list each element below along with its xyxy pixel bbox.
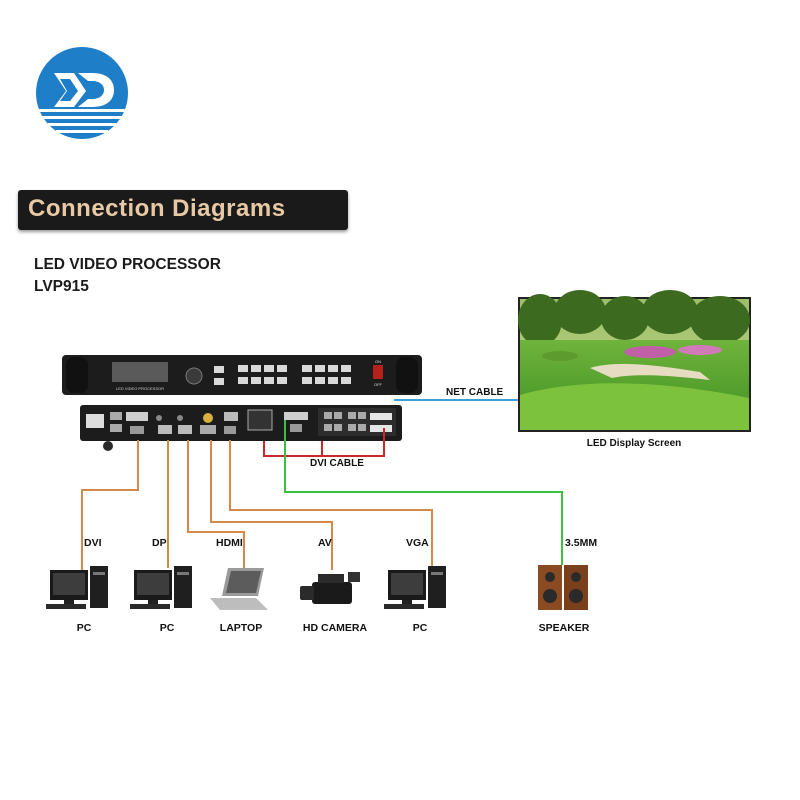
pc-icon [130, 566, 192, 609]
dvi-cable-label: DVI CABLE [310, 458, 364, 469]
audio-cable [284, 420, 563, 565]
port-label: HDMI [216, 537, 243, 549]
led-display-screen [518, 290, 751, 432]
product-model: LVP915 [34, 278, 89, 295]
device-label: PC [159, 622, 175, 634]
vga-input-cable [229, 440, 433, 570]
led-display-label: LED Display Screen [586, 438, 682, 449]
processor-rear-panel [80, 405, 402, 451]
av-input-cable [210, 440, 333, 570]
pc-icon [384, 566, 446, 609]
port-label: VGA [406, 537, 429, 549]
laptop-icon [210, 568, 268, 610]
port-label: AV [318, 537, 332, 549]
camera-icon [300, 572, 360, 604]
power-off: OFF [374, 382, 383, 387]
brand-logo [36, 47, 128, 139]
title-banner [18, 190, 348, 230]
port-label: 3.5MM [565, 537, 598, 549]
device-label: PC [76, 622, 92, 634]
speaker-icon [538, 565, 588, 610]
device-label: PC [412, 622, 428, 634]
dvi-input-cable [81, 440, 139, 572]
pc-icon [46, 566, 108, 609]
page-title: Connection Diagrams [28, 195, 286, 222]
net-cable-label: NET CABLE [446, 387, 504, 398]
device-label: LAPTOP [219, 622, 263, 634]
dvi-cable [263, 428, 385, 457]
processor-front-panel: LED VIDEO PROCESSOR ON OFF [62, 355, 422, 395]
panel-brand: LED VIDEO PROCESSOR [116, 386, 164, 391]
device-label: SPEAKER [538, 622, 590, 634]
port-label: DVI [84, 537, 102, 549]
product-name: LED VIDEO PROCESSOR [34, 256, 221, 273]
port-label: DP [152, 537, 167, 549]
hdmi-input-cable [187, 440, 245, 575]
power-on: ON [375, 359, 381, 364]
device-label: HD CAMERA [302, 622, 368, 634]
